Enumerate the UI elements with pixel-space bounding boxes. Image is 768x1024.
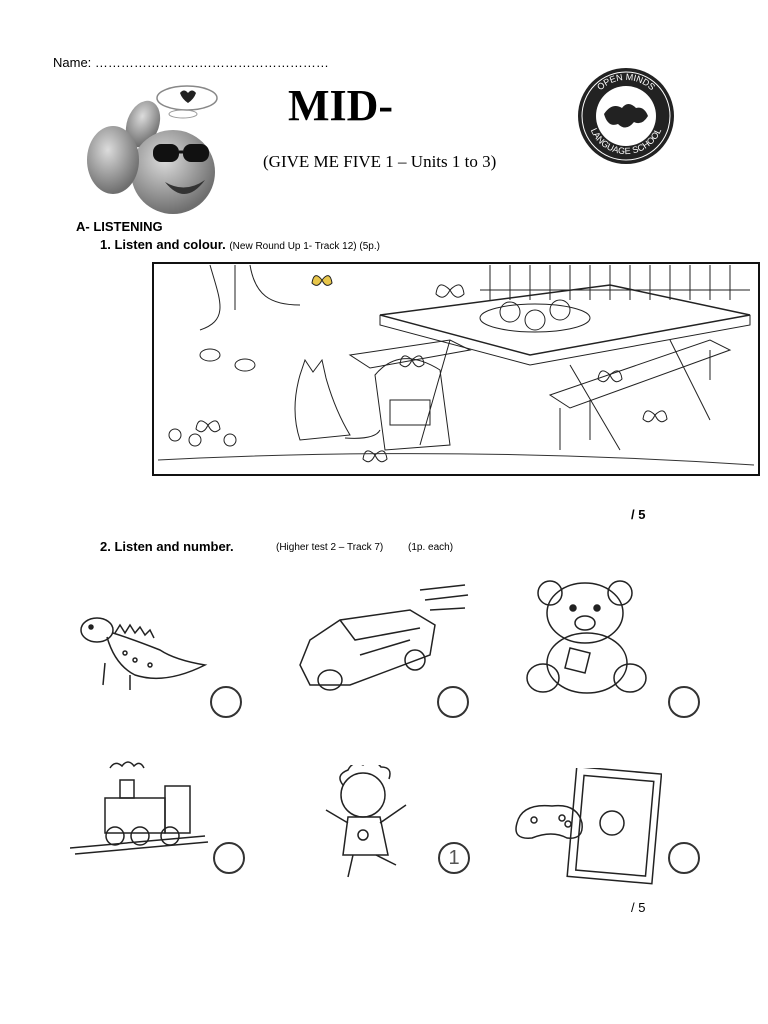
thumbs-up-emoji-illustration: [87, 85, 218, 214]
question-1: 1. Listen and colour. (New Round Up 1- T…: [100, 237, 380, 252]
answer-circle-car[interactable]: [437, 686, 469, 718]
car-picture: [299, 584, 469, 691]
page-title: MID-: [288, 81, 394, 130]
question-1-score: / 5: [631, 507, 646, 522]
answer-circle-dinosaur[interactable]: [210, 686, 242, 718]
video-game-picture: [515, 768, 662, 885]
question-2-score: / 5: [631, 900, 646, 915]
section-heading: A- LISTENING: [76, 219, 163, 234]
answer-circle-teddy-bear[interactable]: [668, 686, 700, 718]
question-2-label: 2. Listen and number.: [100, 539, 234, 554]
question-1-note: (New Round Up 1- Track 12) (5p.): [229, 241, 380, 252]
answer-circle-train[interactable]: [213, 842, 245, 874]
teddy-bear-picture: [526, 580, 647, 694]
train-picture: [70, 761, 209, 855]
picnic-scene-picture: [152, 262, 760, 476]
dinosaur-picture: [80, 617, 208, 690]
question-2-note-source: (Higher test 2 – Track 7): [276, 542, 384, 553]
doll-picture: [325, 765, 407, 878]
page-subtitle: (GIVE ME FIVE 1 – Units 1 to 3): [263, 152, 497, 171]
question-1-label: 1. Listen and colour.: [100, 237, 226, 252]
question-2-note-points: (1p. each): [408, 542, 454, 553]
answer-circle-doll[interactable]: 1: [438, 842, 470, 874]
answer-circle-video-game[interactable]: [668, 842, 700, 874]
name-field[interactable]: Name: ………………………………………………: [53, 55, 329, 70]
